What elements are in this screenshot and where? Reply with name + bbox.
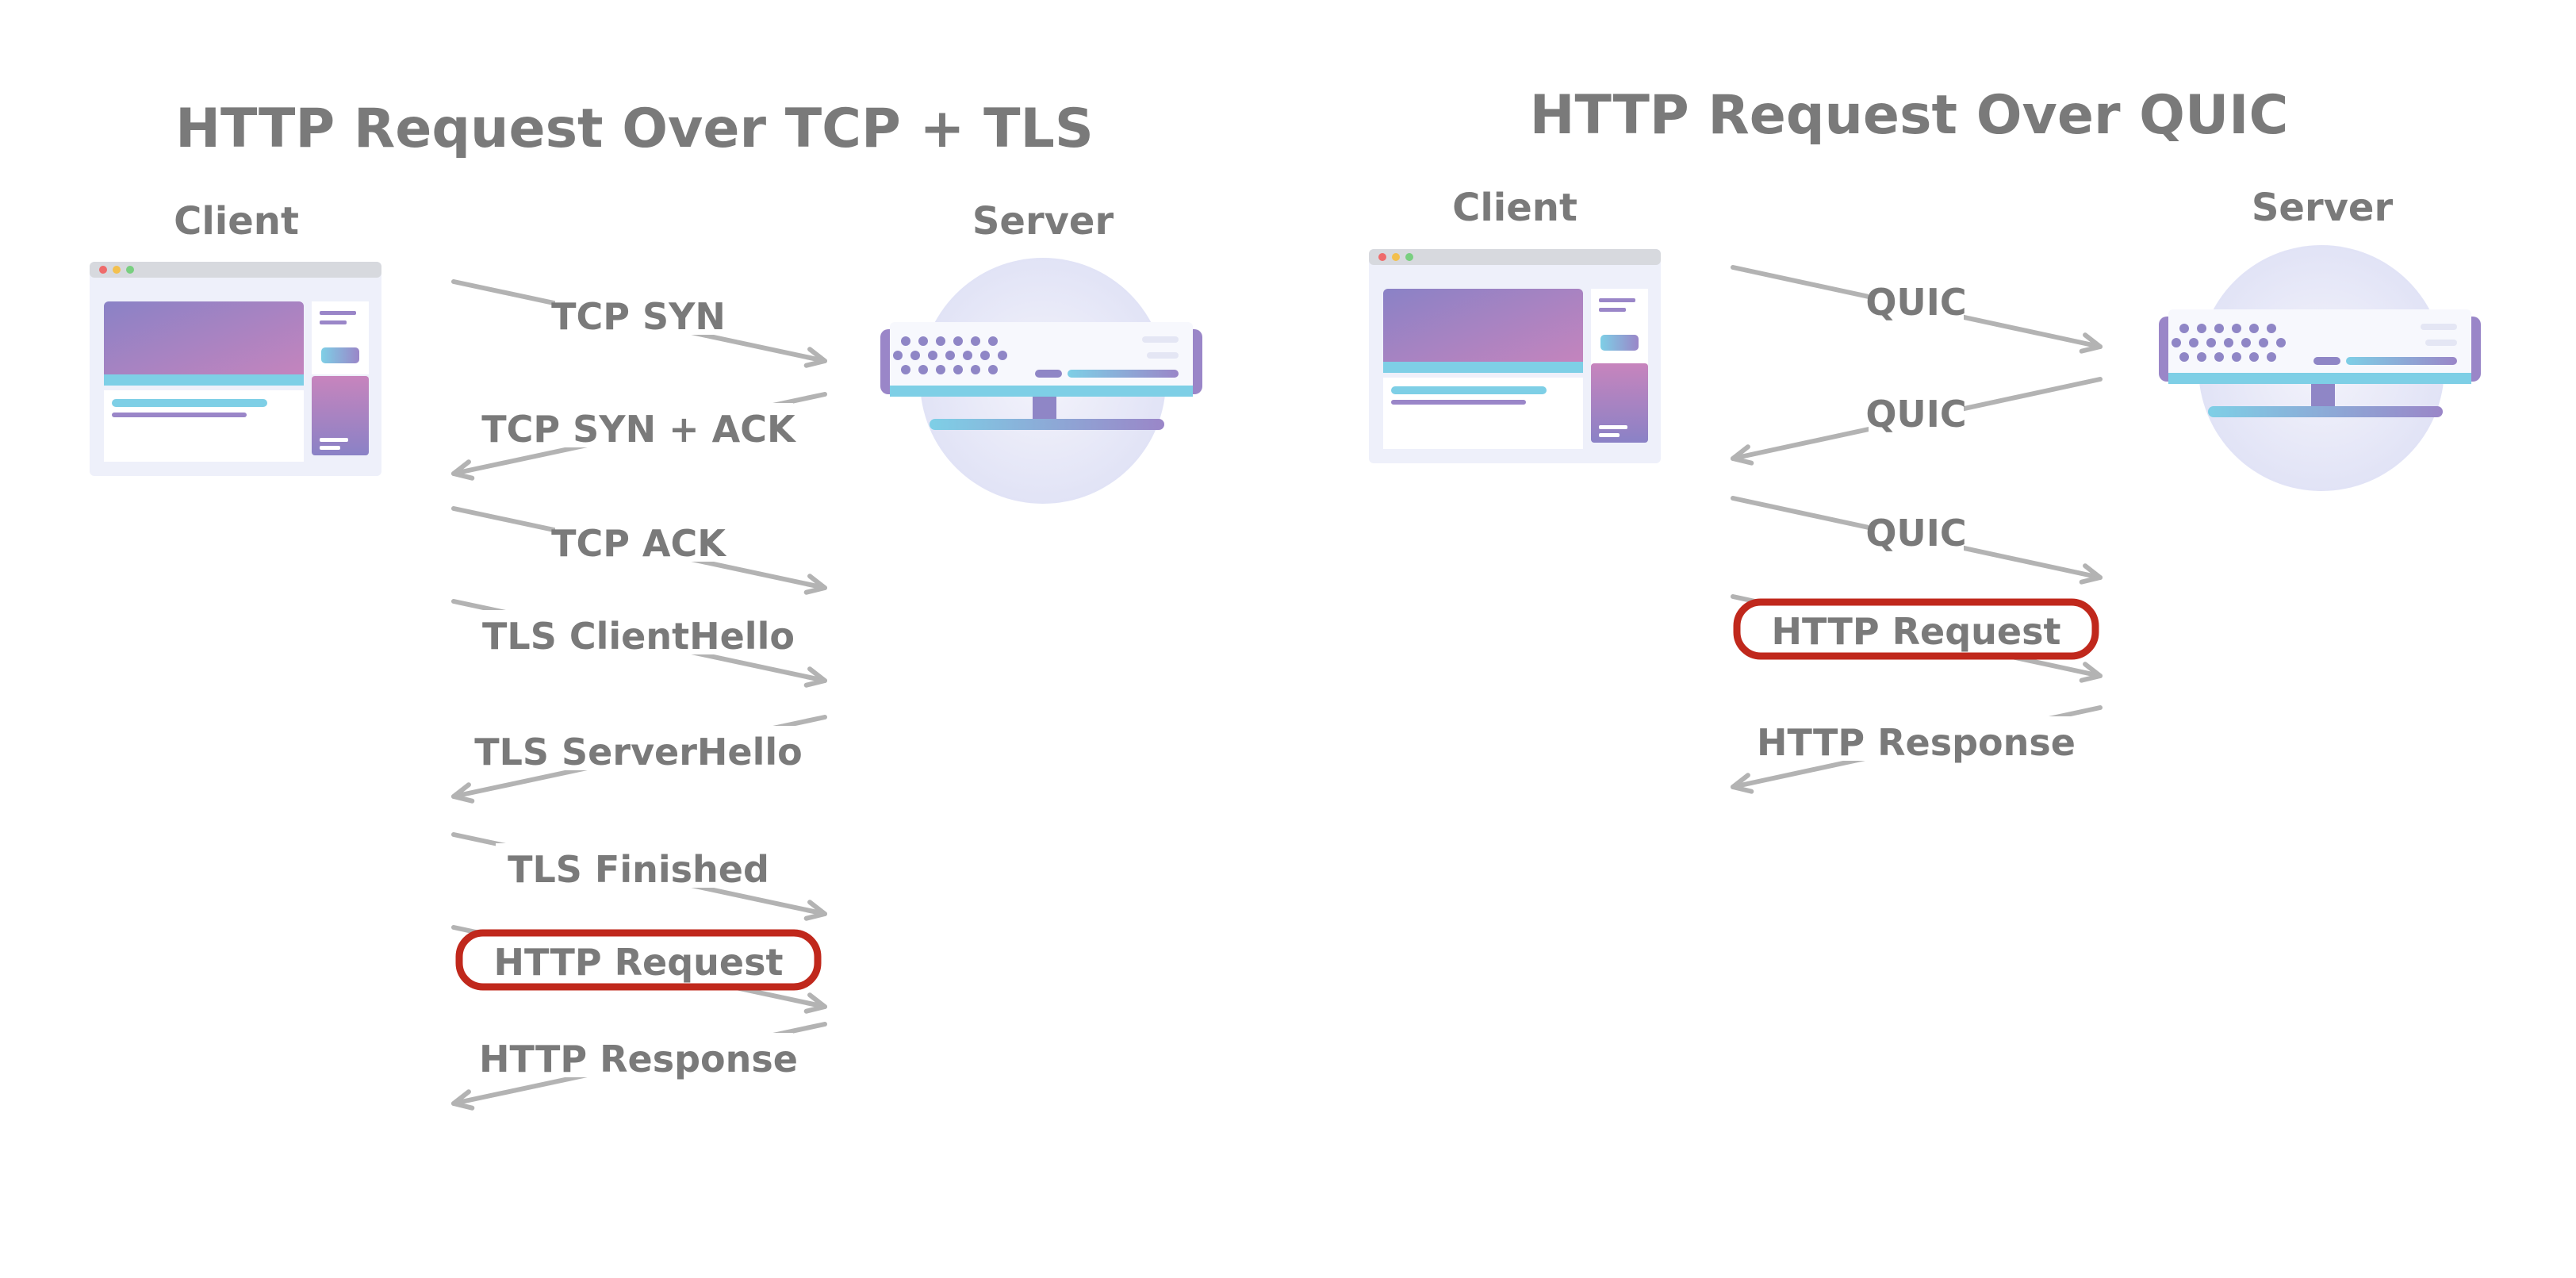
arrowhead-icon [803,666,827,688]
message-highlighted: HTTP Request [1731,594,2103,683]
label-backing [484,403,793,447]
arrowhead-icon [2079,332,2103,354]
message-label: TCP SYN + ACK [481,408,797,451]
message: QUIC [1731,265,2103,354]
label-backing [460,726,817,770]
message-label: HTTP Response [1757,721,2076,764]
label-backing [496,843,781,888]
arrowhead-icon [451,459,475,481]
label-backing [460,610,817,654]
label-backing [1869,388,1964,432]
arrowhead-icon [803,574,827,595]
message-label: HTTP Request [1772,610,2061,653]
message: TCP SYN [451,279,827,368]
arrowhead-icon [1731,444,1754,466]
arrowhead-icon [2079,563,2103,585]
tcp-tls-diagram: HTTP Request Over TCP + TLS Client Serve… [90,98,1202,1148]
browser-window-icon [90,262,381,476]
arrowhead-icon [451,1089,475,1111]
arrowhead-icon [1731,773,1754,794]
message-label: TCP SYN [551,295,726,338]
client-label: Client [1452,186,1577,230]
quic-diagram: HTTP Request Over QUIC Client Server [1369,84,2481,848]
server-icon [880,258,1202,504]
arrowhead-icon [2079,662,2103,683]
message: HTTP Response [1731,705,2103,794]
message-label: TLS ServerHello [474,731,803,773]
label-backing [1869,507,1964,551]
message-highlighted: HTTP Request [451,925,827,1014]
message-label: TLS Finished [508,848,769,891]
label-backing [484,1033,793,1077]
arrowhead-icon [451,782,475,804]
message-label: HTTP Response [479,1038,798,1080]
server-icon [2159,245,2481,491]
arrowhead-icon [803,992,827,1014]
message-label: HTTP Request [494,941,784,984]
highlight-box [455,929,822,991]
highlight-box [1733,598,2099,660]
client-label: Client [174,199,299,244]
diagram-title: HTTP Request Over TCP + TLS [175,98,1094,160]
message-label: QUIC [1865,281,1966,324]
message: QUIC [1731,496,2103,585]
message-list: TCP SYN TCP SYN + ACK TCP ACK TLS ClientHel… [451,279,827,1111]
arrowhead-icon [803,900,827,921]
message-label: TCP ACK [551,522,727,565]
arrowhead-icon [803,347,827,368]
server-label: Server [972,199,1114,244]
message-label: TLS ClientHello [482,615,795,658]
label-backing [555,517,722,562]
server-label: Server [2252,186,2394,230]
message-label: QUIC [1865,393,1966,436]
message-label: QUIC [1865,512,1966,555]
message: HTTP Response [451,1022,827,1111]
label-backing [1869,276,1964,320]
label-backing [1761,716,2071,761]
message: TLS ServerHello [451,715,827,804]
message: QUIC [1731,377,2103,466]
message: TLS ClientHello [451,599,827,688]
label-backing [555,290,722,335]
browser-window-icon [1369,249,1661,463]
diagram-title: HTTP Request Over QUIC [1530,84,2289,147]
message: TCP ACK [451,506,827,595]
message: TLS Finished [451,832,827,921]
message: TCP SYN + ACK [451,392,827,481]
